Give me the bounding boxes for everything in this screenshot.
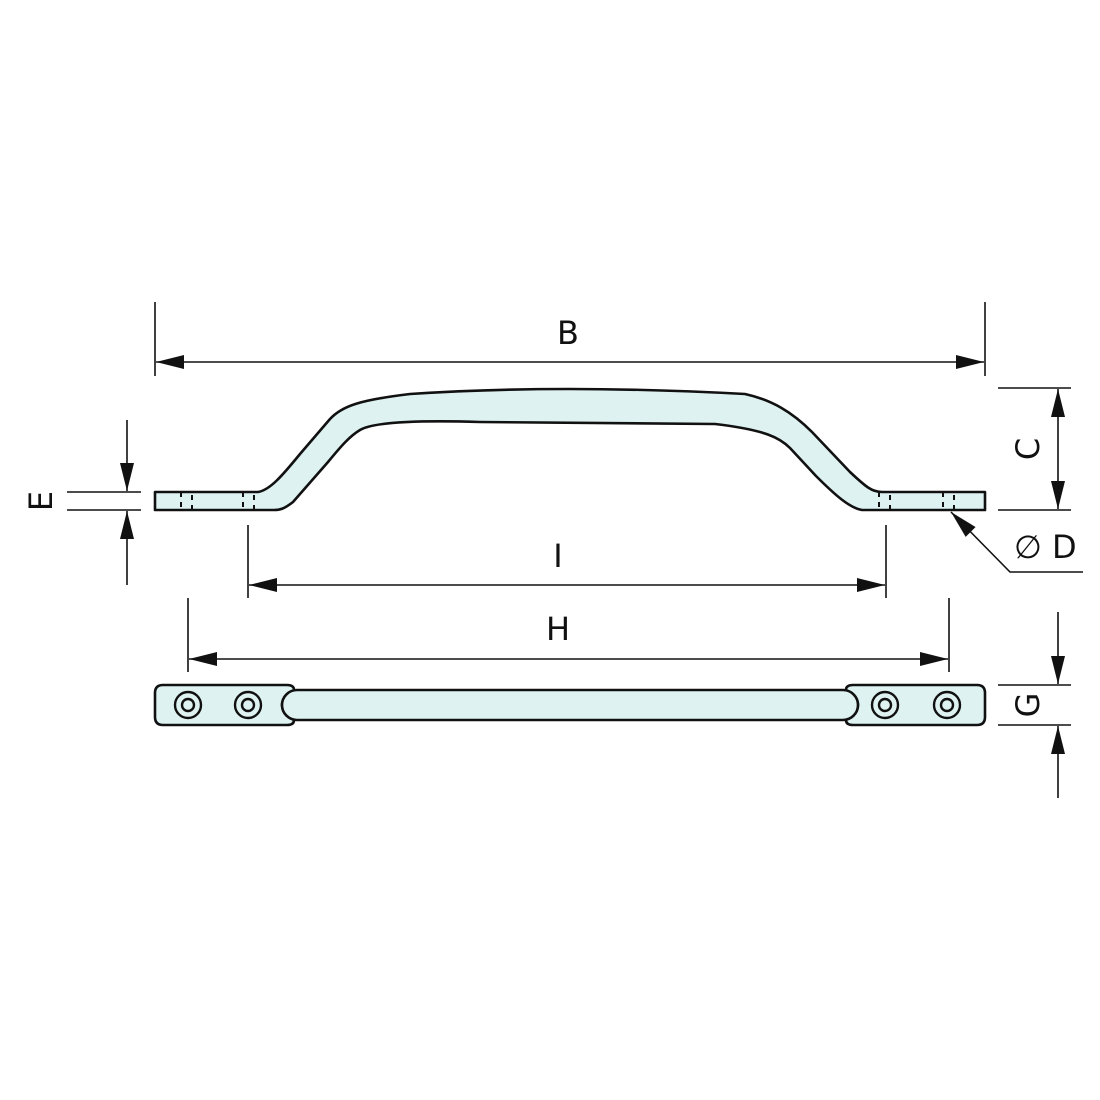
dimension-e: E — [22, 420, 141, 585]
dimension-h: H — [187, 598, 950, 672]
dimension-i: I — [247, 525, 887, 598]
dimension-g: G — [998, 612, 1071, 798]
dimension-c: C — [998, 387, 1071, 511]
handle-side-view — [153, 387, 987, 512]
handle-top-view — [153, 683, 987, 727]
label-h: H — [546, 610, 570, 648]
dimension-d: ∅ D — [950, 511, 1083, 573]
label-e: E — [22, 491, 60, 511]
label-g: G — [1009, 693, 1047, 718]
label-i: I — [553, 537, 562, 575]
label-d: ∅ D — [1014, 528, 1077, 566]
label-b: B — [557, 314, 579, 352]
dimension-b: B — [154, 302, 986, 376]
label-c: C — [1009, 438, 1047, 460]
